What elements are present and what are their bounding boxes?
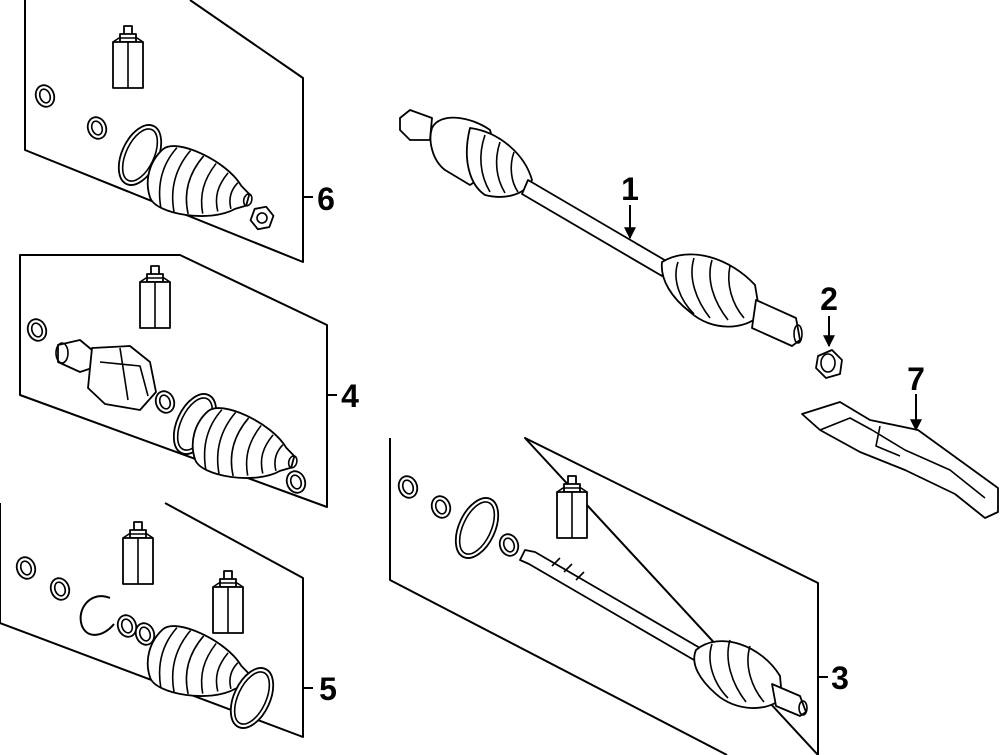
- callout-6: 6: [317, 181, 335, 217]
- inner-joint-4: [55, 339, 157, 411]
- snap-ring-3b: [427, 492, 455, 522]
- heat-shield-7: [801, 394, 999, 519]
- grease-tube-4: [139, 265, 171, 329]
- callout-5: 5: [319, 671, 337, 707]
- grease-tube-6: [112, 25, 144, 89]
- cv-boot-6: [139, 139, 262, 233]
- circlip-5: [79, 595, 115, 636]
- clamp-ring-3: [446, 490, 508, 566]
- snap-ring-3a: [394, 472, 422, 502]
- kit-box-6: [24, 0, 313, 263]
- grease-tube-5a: [122, 521, 154, 585]
- callout-2: 2: [820, 281, 838, 317]
- callout-7: 7: [907, 361, 925, 397]
- snap-ring-6b: [83, 113, 111, 143]
- snap-ring-5a: [12, 553, 40, 583]
- kit-box-3: [389, 437, 828, 755]
- grease-tube-3: [556, 475, 588, 539]
- snap-ring-3c: [495, 530, 523, 560]
- snap-ring-6a: [31, 81, 59, 111]
- nut-6: [247, 202, 277, 234]
- snap-ring-4a: [23, 315, 51, 345]
- kit-box-4: [19, 254, 337, 508]
- callout-4: 4: [341, 378, 359, 414]
- snap-ring-5b: [46, 574, 74, 604]
- callout-3: 3: [831, 660, 849, 696]
- hub-nut-2: [815, 316, 843, 379]
- kit-box-5: [0, 502, 313, 738]
- grease-tube-5b: [212, 570, 244, 634]
- ring-4c: [282, 467, 310, 497]
- callout-1: 1: [621, 171, 639, 207]
- axle-shaft-1: [399, 109, 803, 347]
